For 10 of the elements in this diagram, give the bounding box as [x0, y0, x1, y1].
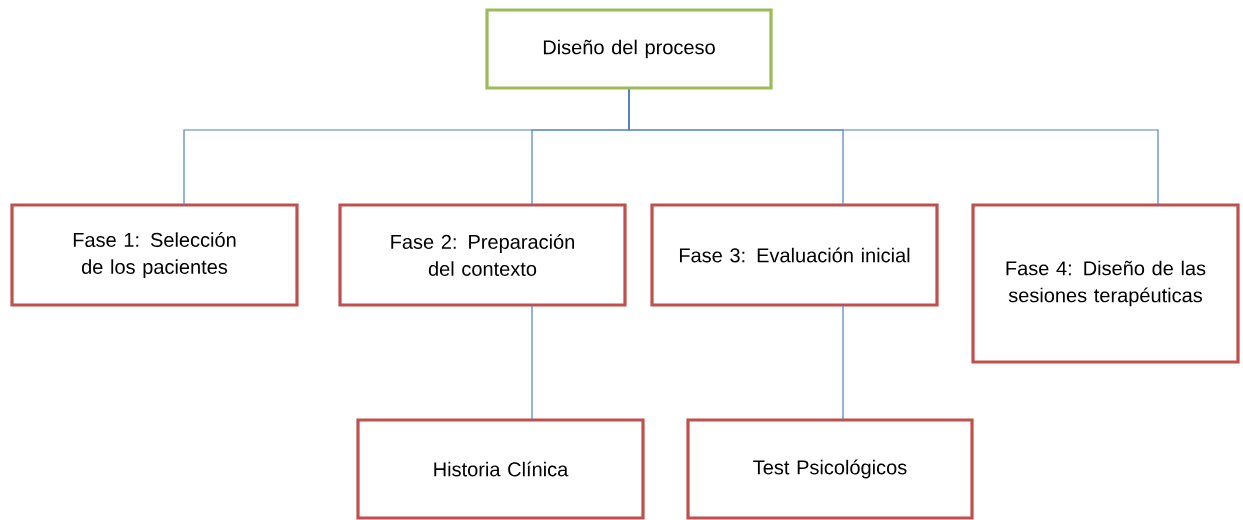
connector-line: [628, 89, 1159, 206]
process-box: Historia Clínica: [356, 418, 645, 520]
process-box: Fase 1: Selección de los pacientes: [10, 203, 299, 307]
process-box: Fase 2: Preparación del contexto: [338, 203, 627, 307]
process-box: Test Psicológicos: [686, 418, 974, 520]
connector-line: [842, 304, 844, 421]
root-box: Diseño del proceso: [485, 8, 773, 90]
connector-line: [531, 304, 533, 421]
process-box: Fase 3: Evaluación inicial: [650, 203, 939, 307]
process-box: Fase 4: Diseño de las sesiones terapéuticas: [971, 203, 1240, 364]
